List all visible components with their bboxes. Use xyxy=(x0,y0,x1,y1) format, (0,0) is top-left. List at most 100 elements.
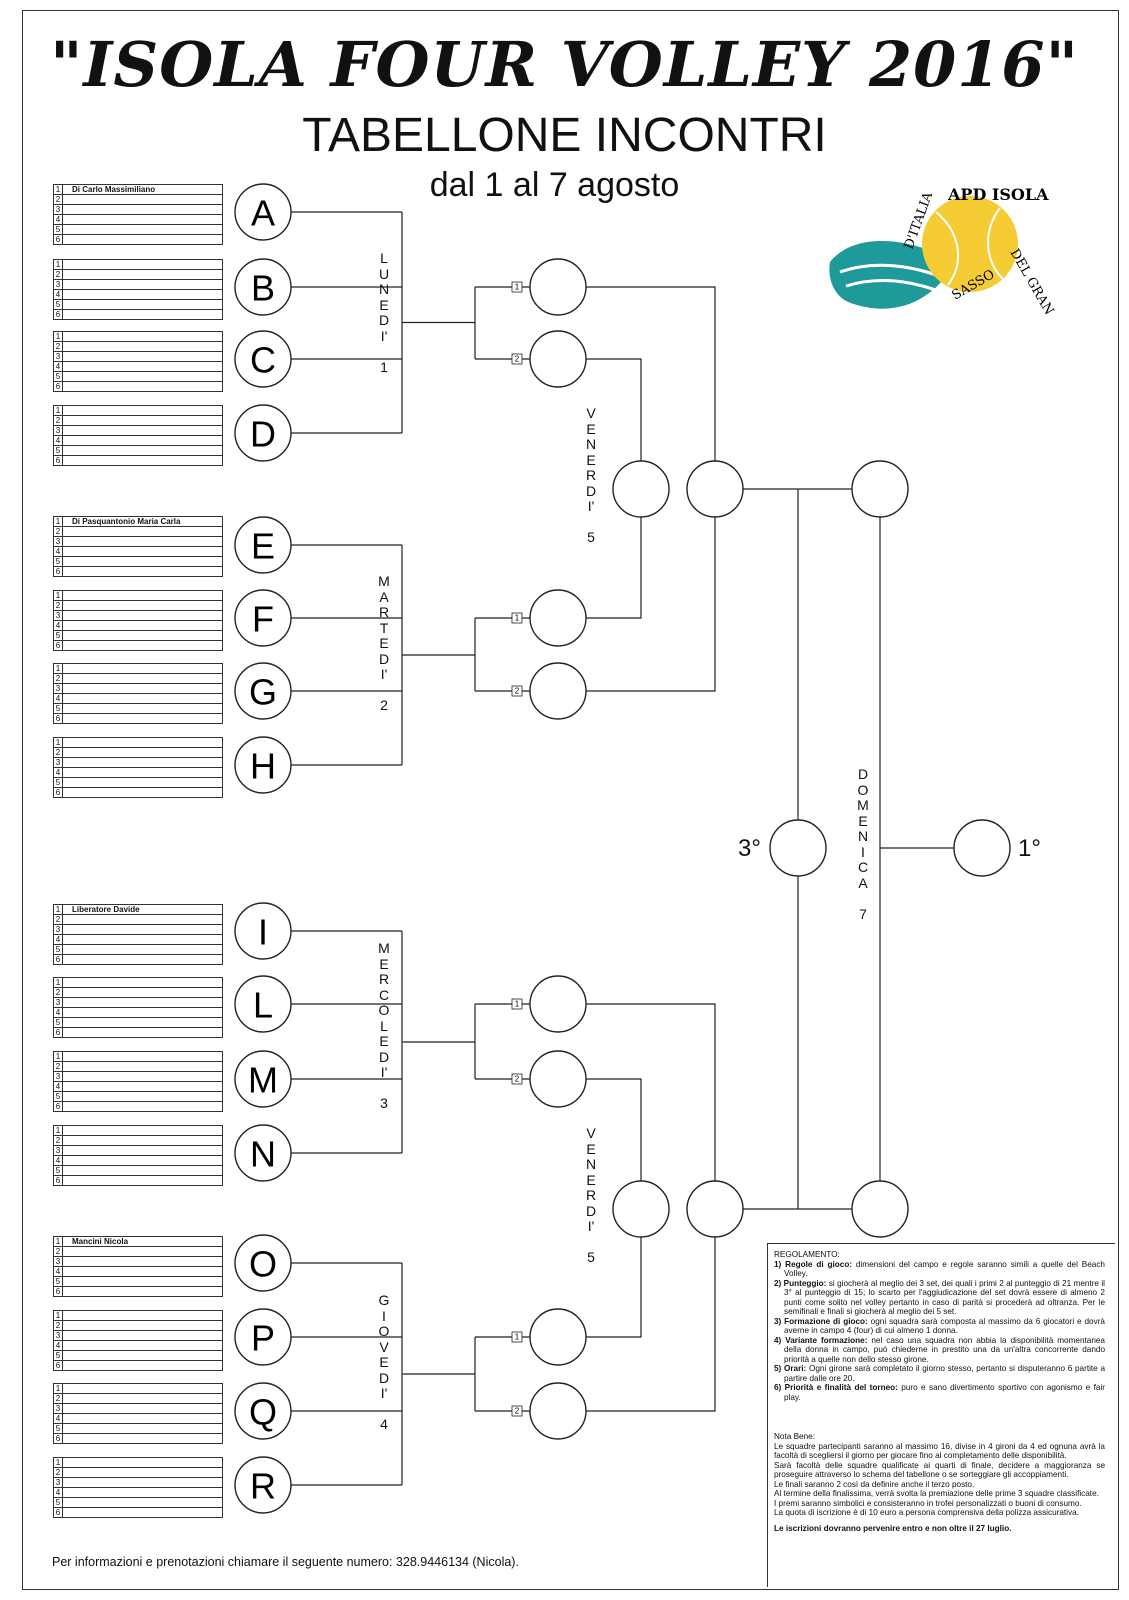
roster-row-number: 3 xyxy=(54,925,63,934)
roster-row: 3 xyxy=(54,1072,223,1082)
roster-row-number: 5 xyxy=(54,1166,63,1175)
notes-heading: Nota Bene: xyxy=(774,1432,815,1441)
roster-captain-name: Liberatore Davide xyxy=(72,905,140,914)
roster-row: 6 xyxy=(54,1176,223,1186)
note-item: Sarà facoltà delle squadre qualificate a… xyxy=(774,1460,1105,1480)
rules-list: 1) Regole di gioco: dimensioni del campo… xyxy=(774,1260,1105,1403)
roster-row: 2 xyxy=(54,915,223,925)
roster-row: 6 xyxy=(54,310,223,320)
team-circle-f xyxy=(234,589,292,647)
roster-row-number: 4 xyxy=(54,290,63,299)
roster-row: 1 xyxy=(54,1384,223,1394)
roster-row-number: 5 xyxy=(54,557,63,566)
seed-box xyxy=(511,353,523,365)
day-label-lunedi: L U N E D I' 1 xyxy=(378,250,390,375)
roster-row: 2 xyxy=(54,1468,223,1478)
roster-row: 4 xyxy=(54,1267,223,1277)
roster-row-number: 6 xyxy=(54,1434,63,1443)
roster-row-number: 2 xyxy=(54,195,63,204)
group-1-qualifier-1 xyxy=(529,258,587,316)
team-circle-g xyxy=(234,662,292,720)
team-circle-d xyxy=(234,404,292,462)
roster-row-number: 2 xyxy=(54,1136,63,1145)
roster-row-number: 4 xyxy=(54,362,63,371)
roster-row-number: 6 xyxy=(54,1176,63,1185)
rule-item: 3) Formazione di gioco: ogni squadra sar… xyxy=(774,1317,1105,1336)
seed-box xyxy=(511,281,523,293)
roster-row-number: 2 xyxy=(54,1468,63,1477)
roster-row: 2 xyxy=(54,195,223,205)
team-letter-c: C xyxy=(250,340,276,381)
roster-row-number: 6 xyxy=(54,1287,63,1296)
roster-row-number: 3 xyxy=(54,426,63,435)
roster-row: 5 xyxy=(54,225,223,235)
roster-row: 4 xyxy=(54,935,223,945)
roster-row-number: 5 xyxy=(54,1424,63,1433)
roster-row: 1 xyxy=(54,1311,223,1321)
roster-row: 3 xyxy=(54,352,223,362)
roster-row-number: 4 xyxy=(54,436,63,445)
roster-row: 4 xyxy=(54,436,223,446)
roster-row: 2 xyxy=(54,1136,223,1146)
roster-row: 2 xyxy=(54,416,223,426)
roster-row-number: 6 xyxy=(54,788,63,797)
roster-row: 4 xyxy=(54,547,223,557)
team-circle-p xyxy=(234,1308,292,1366)
roster-row-number: 1 xyxy=(54,1052,63,1061)
roster-row-number: 4 xyxy=(54,547,63,556)
rule-text: ogni squadra sarà composta al massimo da… xyxy=(784,1316,1105,1336)
roster-row: 2 xyxy=(54,1394,223,1404)
roster-row-number: 3 xyxy=(54,684,63,693)
roster-row-number: 2 xyxy=(54,748,63,757)
rule-title: 4) Variante formazione: xyxy=(774,1335,868,1345)
roster-row: 1 xyxy=(54,664,223,674)
roster-row: 3 xyxy=(54,611,223,621)
roster-row: 5 xyxy=(54,1092,223,1102)
quarterfinal-circle xyxy=(612,1180,670,1238)
roster-row-number: 1 xyxy=(54,1458,63,1467)
roster-row-number: 6 xyxy=(54,382,63,391)
rule-title: 1) Regole di gioco: xyxy=(774,1259,853,1269)
note-item: La quota di iscrizione è di 10 euro a pe… xyxy=(774,1508,1079,1517)
roster-row: 6 xyxy=(54,1361,223,1371)
note-item: Al termine della finalissima, verrà svol… xyxy=(774,1489,1099,1498)
roster-row: 1 xyxy=(54,1052,223,1062)
day-label-mercoledi: M E R C O L E D I' 3 xyxy=(378,940,390,1111)
team-circle-c xyxy=(234,330,292,388)
rule-item: 6) Priorità e finalità del torneo: puro … xyxy=(774,1383,1105,1402)
roster-row-number: 2 xyxy=(54,342,63,351)
roster-row-number: 3 xyxy=(54,1478,63,1487)
roster-row-number: 2 xyxy=(54,1321,63,1330)
roster-row: 6 xyxy=(54,714,223,724)
roster-row: 2 xyxy=(54,601,223,611)
roster-row-number: 2 xyxy=(54,915,63,924)
logo-text-right: DEL GRAN xyxy=(1007,247,1057,318)
group-2-qualifier-2 xyxy=(529,662,587,720)
roster-row-number: 4 xyxy=(54,1341,63,1350)
roster-row: 4 xyxy=(54,215,223,225)
first-place-label: 1° xyxy=(1018,835,1041,862)
note-item: Le squadre partecipanti saranno al massi… xyxy=(774,1441,1105,1461)
roster-row-number: 6 xyxy=(54,955,63,964)
team-circle-e xyxy=(234,516,292,574)
team-letter-f: F xyxy=(252,599,274,640)
roster-row: 4 xyxy=(54,768,223,778)
roster-row-number: 3 xyxy=(54,205,63,214)
roster-row: 1 xyxy=(54,406,223,416)
roster-row: 2 xyxy=(54,748,223,758)
seed-label: 2 xyxy=(515,1407,520,1416)
roster-row-number: 5 xyxy=(54,1498,63,1507)
roster-row: 5 xyxy=(54,704,223,714)
day-label-domenica: D O M E N I C A 7 xyxy=(857,766,869,922)
roster-row: 1 xyxy=(54,1126,223,1136)
roster-row-number: 2 xyxy=(54,1062,63,1071)
roster-row: 5 xyxy=(54,631,223,641)
rule-title: 3) Formazione di gioco: xyxy=(774,1316,868,1326)
first-place-circle xyxy=(953,819,1011,877)
roster-row-number: 5 xyxy=(54,1018,63,1027)
